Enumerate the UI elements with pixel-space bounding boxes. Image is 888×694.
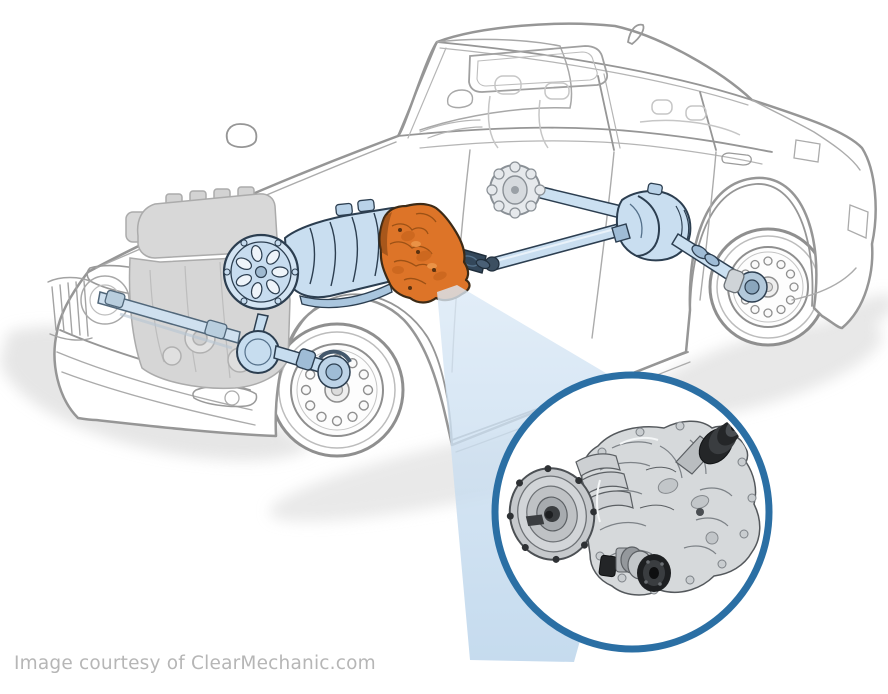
drum-studs (506, 465, 598, 563)
rear-differential (486, 161, 768, 303)
wiper-2 (427, 126, 483, 139)
door-seam-rear (699, 151, 717, 301)
transfer-case-highlight (378, 202, 491, 304)
front-diff-housing (236, 330, 280, 374)
render-highlights (596, 436, 659, 523)
sunroof (468, 45, 609, 93)
diff-input-snout (611, 223, 631, 243)
trans-pan (299, 283, 393, 309)
mirror-left (225, 123, 258, 148)
transmission (222, 198, 411, 311)
rear-hub-left (486, 161, 546, 219)
beltline-2 (419, 140, 763, 165)
render-bottom-coupling (598, 546, 671, 592)
roof-side-rail-2 (439, 47, 749, 106)
trunk-seam (751, 99, 861, 171)
beltline (397, 126, 773, 153)
bumper-crease-3 (61, 371, 256, 426)
cv-boot (295, 348, 317, 371)
door-seam-mid (591, 151, 615, 339)
front-wheel (269, 322, 405, 458)
rear-bumper-crease (791, 267, 857, 301)
b-pillar-2 (603, 73, 621, 149)
solenoid-1 (335, 202, 353, 217)
door-handle-rear (721, 152, 752, 166)
rear-caliper (723, 268, 745, 294)
steering-rack (97, 289, 241, 350)
inset-border (491, 371, 773, 653)
a-pillar (397, 41, 438, 137)
axle-boot-2 (704, 253, 720, 267)
fog-light (192, 385, 258, 408)
sunroof-inner (476, 51, 598, 87)
front-differential (236, 313, 352, 389)
roof-side-rail (436, 41, 753, 101)
image-credit-caption: Image courtesy of ClearMechanic.com (14, 653, 376, 674)
mirror-right (446, 89, 474, 109)
detail-inset (491, 371, 773, 653)
b-pillar (597, 75, 615, 151)
diff-mount (647, 182, 663, 196)
tail-lamp (847, 204, 869, 239)
solenoid-2 (357, 198, 375, 213)
bumper-crease-2 (56, 351, 253, 411)
shark-fin-antenna (627, 23, 645, 46)
front-caliper (318, 349, 352, 363)
windshield-top (419, 38, 573, 131)
pulley-2 (162, 346, 182, 366)
fog-light-inner (224, 390, 240, 406)
render-left-drum (506, 465, 598, 563)
render-ribbed-bands (575, 453, 634, 514)
c-pillar-window-line (699, 91, 717, 151)
flexplate-bolts (223, 239, 299, 305)
interior-seats (487, 75, 741, 149)
rear-wheel (708, 227, 828, 347)
fuel-door (793, 139, 821, 163)
transfer-case-facets (392, 230, 447, 281)
flexplate-holes (235, 245, 289, 299)
grille (47, 276, 93, 341)
render-pockets (657, 478, 719, 545)
wiper-1 (419, 119, 481, 133)
a-pillar-2 (407, 47, 447, 139)
rear-diff-housing (616, 190, 692, 262)
